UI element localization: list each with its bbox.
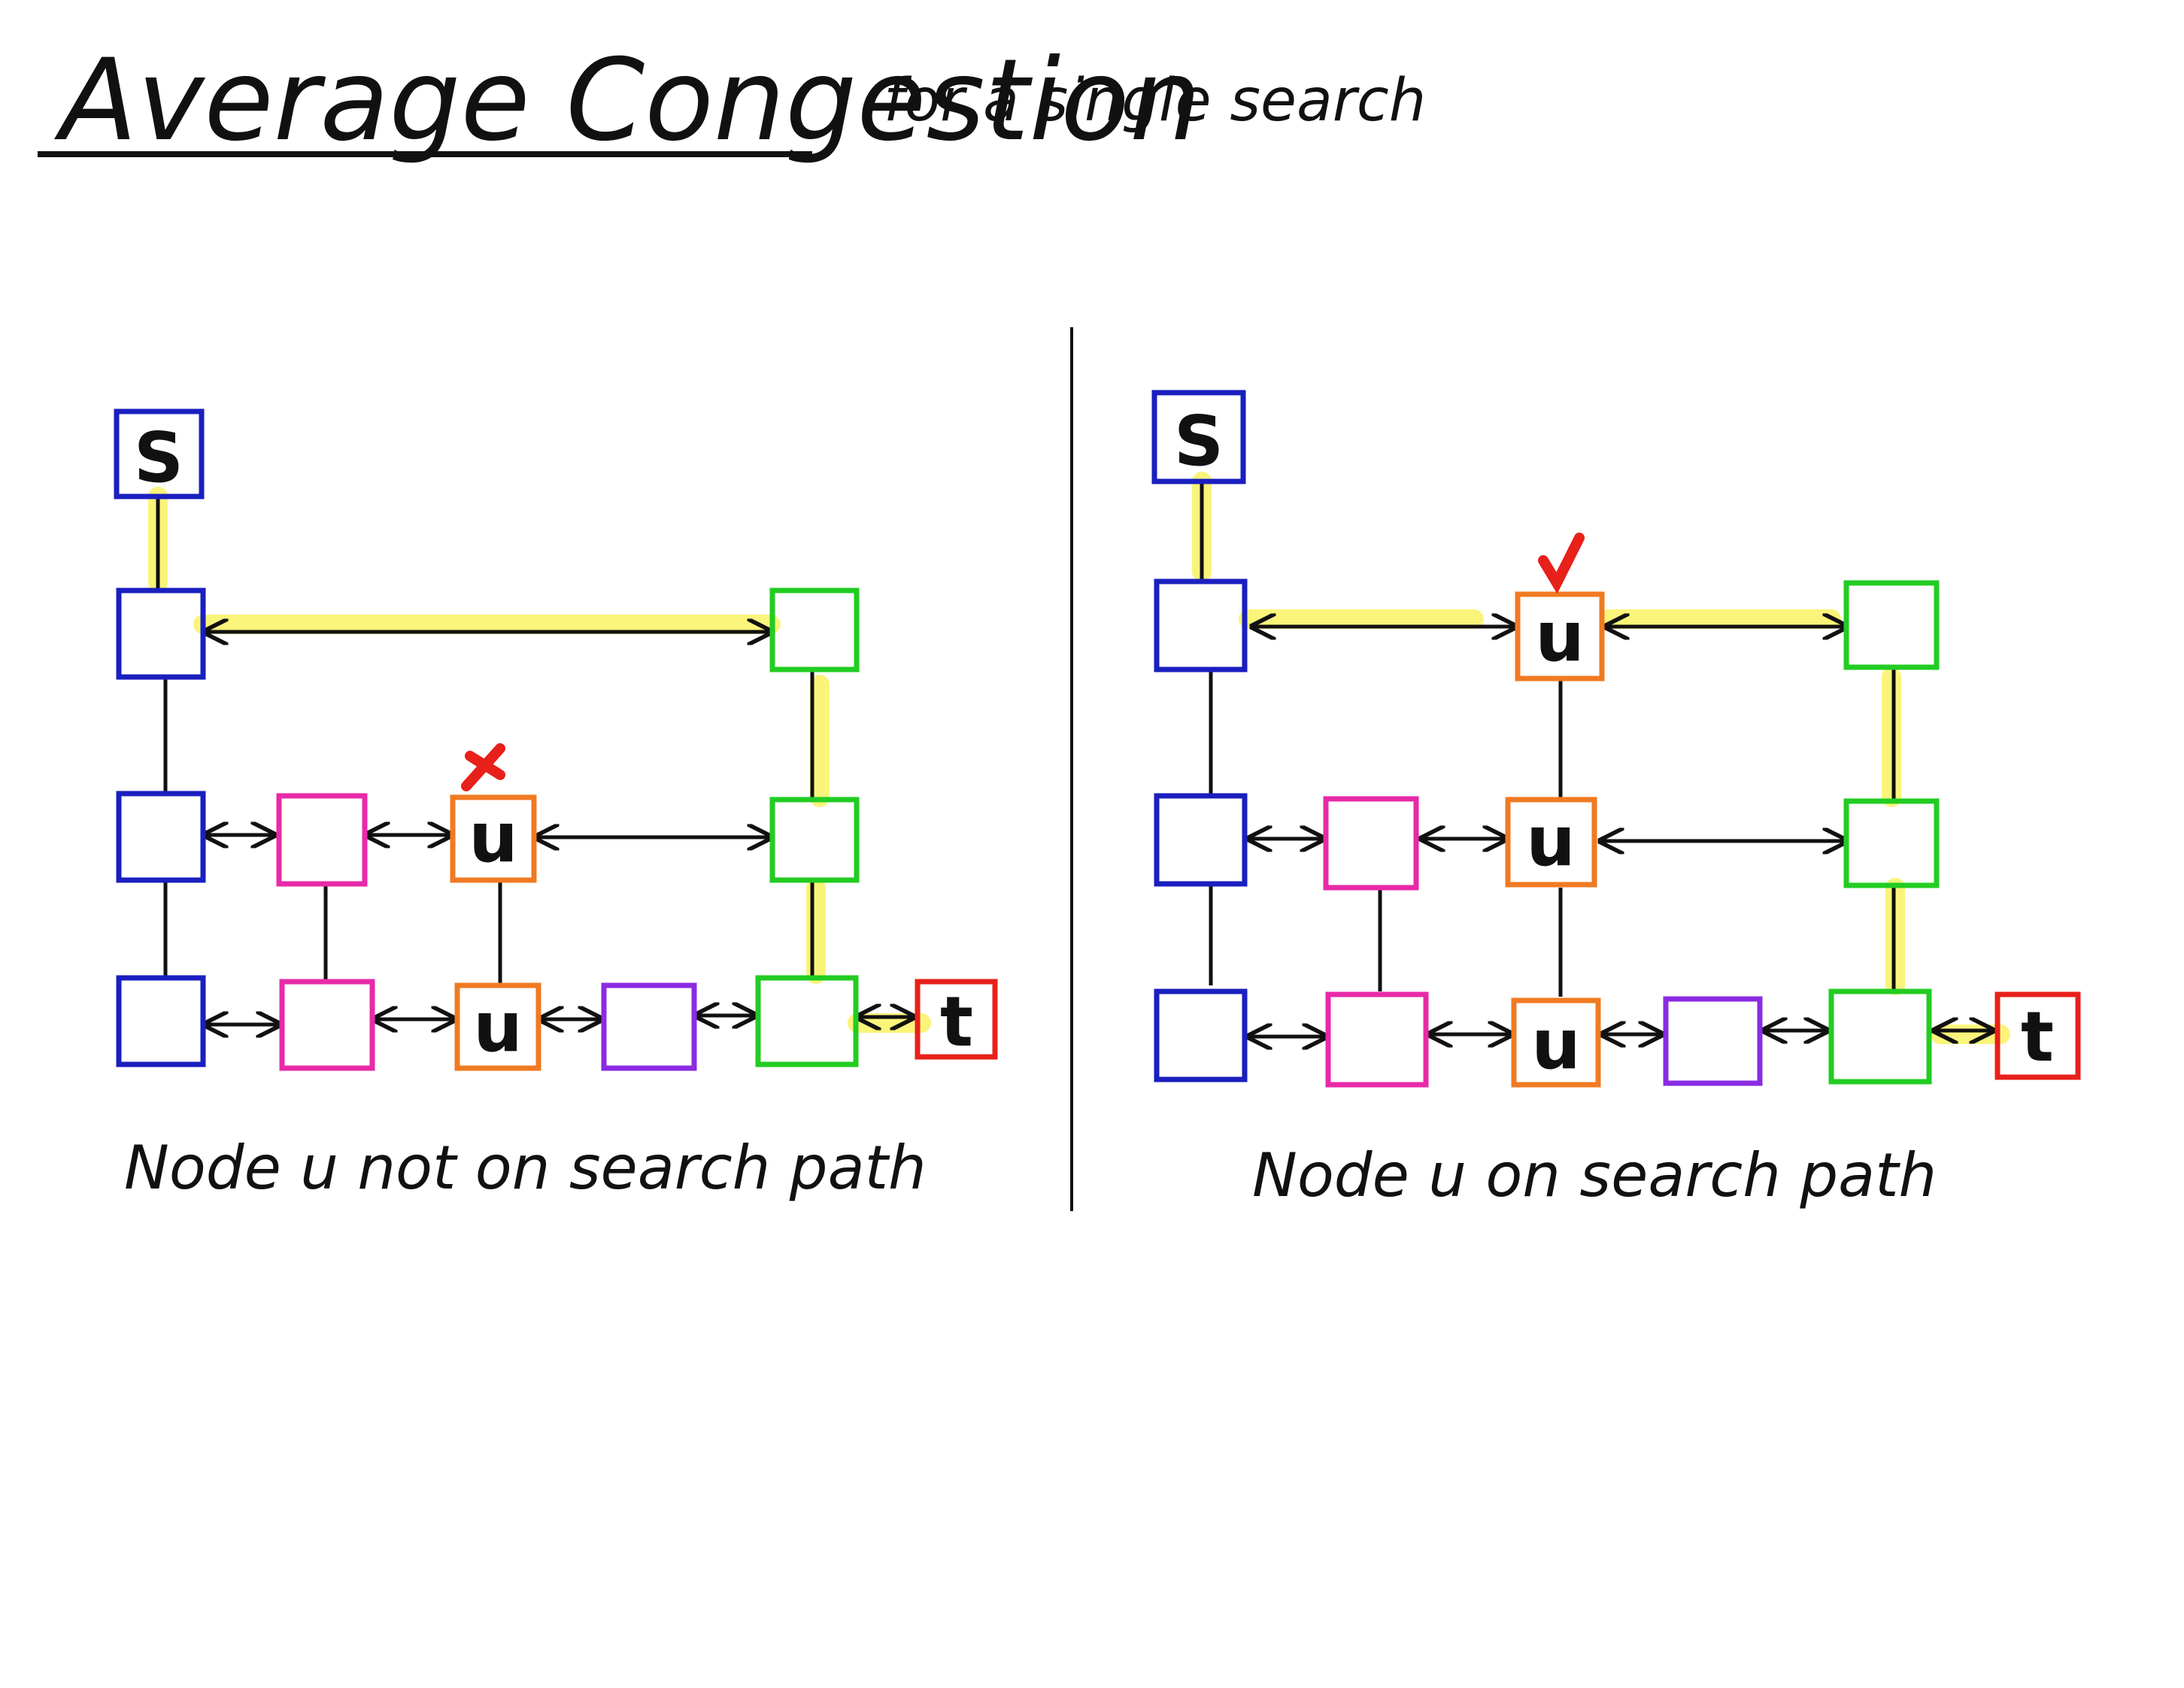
right-node-green-1 xyxy=(1843,580,1940,670)
right-node-u-2 xyxy=(1511,997,1601,1088)
left-node-s xyxy=(114,408,205,499)
right-node-u-0-label: u xyxy=(1535,597,1585,677)
right-caption: Node u on search path xyxy=(1252,1140,1937,1210)
right-node-s-label: S xyxy=(1174,401,1224,481)
page-title: Average Congestion xyxy=(54,35,1201,166)
left-node-green-3 xyxy=(755,975,859,1067)
left-node-t-label: t xyxy=(940,982,973,1062)
left-node-u-1 xyxy=(450,794,537,883)
left-node-pink-1 xyxy=(276,793,368,887)
right-node-t xyxy=(1994,991,2081,1080)
right-node-s xyxy=(1151,390,1246,484)
right-node-pink-1 xyxy=(1323,796,1419,891)
left-node-u-2 xyxy=(454,982,541,1071)
cross-mark-icon xyxy=(461,743,505,791)
left-node-green-1 xyxy=(769,587,860,672)
left-node-blue-2 xyxy=(116,791,206,883)
right-node-green-3 xyxy=(1828,988,1932,1085)
left-node-blue-1 xyxy=(116,587,206,680)
left-panel: S u u t Node u not on search path xyxy=(114,408,998,1203)
right-node-purple xyxy=(1663,996,1763,1086)
check-mark-icon xyxy=(1538,533,1585,594)
left-node-green-2 xyxy=(769,797,860,883)
left-node-u-2-label: u xyxy=(473,987,523,1067)
left-node-pink-2 xyxy=(279,979,375,1071)
page-subtitle: for a single search xyxy=(884,67,1426,135)
left-caption: Node u not on search path xyxy=(124,1133,927,1203)
right-node-blue-1 xyxy=(1154,578,1248,672)
right-node-u-1 xyxy=(1505,797,1597,888)
right-panel: S u u u t Node u on search path xyxy=(1151,390,2081,1210)
right-node-blue-2 xyxy=(1154,793,1248,887)
left-node-s-label: S xyxy=(134,417,184,498)
right-node-pink-2 xyxy=(1325,991,1429,1088)
right-node-u-0 xyxy=(1515,591,1605,682)
right-node-u-1-label: u xyxy=(1526,801,1576,882)
right-search-path-highlight xyxy=(1192,472,2010,1044)
left-node-u-1-label: u xyxy=(469,797,518,878)
right-node-u-2-label: u xyxy=(1531,1004,1581,1085)
left-node-t xyxy=(915,979,998,1060)
right-node-green-2 xyxy=(1843,798,1940,888)
left-node-blue-3 xyxy=(116,975,206,1067)
left-search-path-highlight xyxy=(148,487,931,1033)
right-node-t-label: t xyxy=(2021,997,2054,1077)
left-node-purple xyxy=(601,982,697,1071)
right-node-blue-3 xyxy=(1154,988,1248,1082)
